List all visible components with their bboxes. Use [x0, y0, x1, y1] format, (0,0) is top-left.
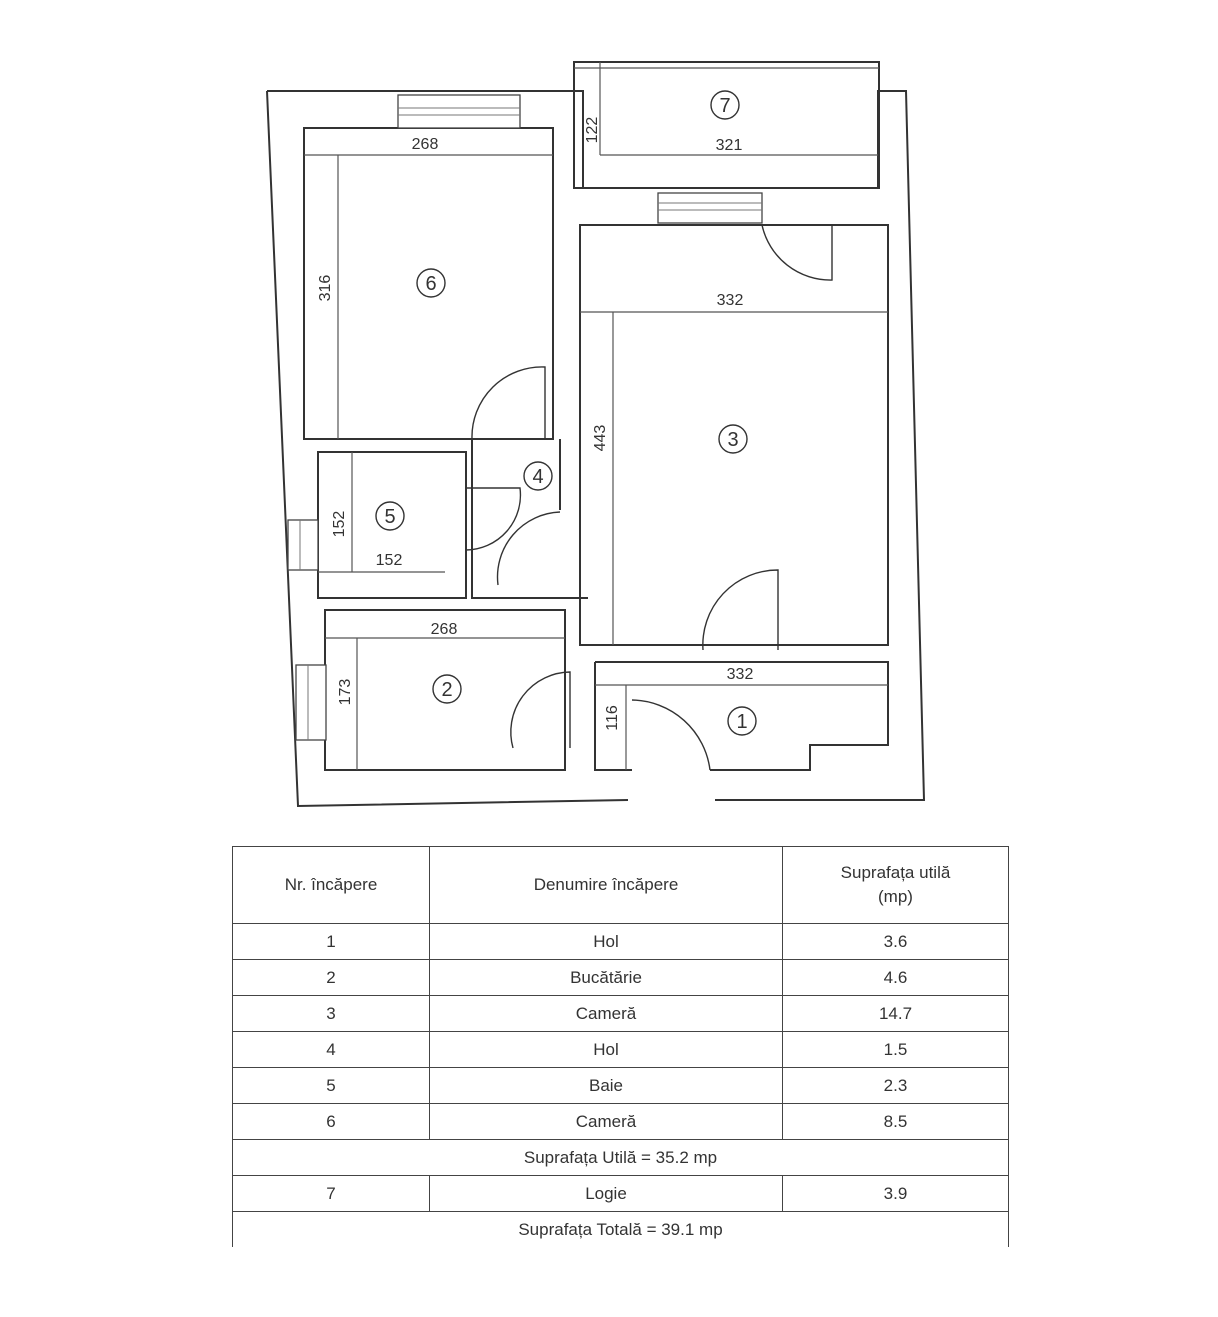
dimension-label: 321 [716, 137, 743, 154]
svg-text:4: 4 [532, 466, 543, 488]
cell-room-name: Cameră [429, 995, 783, 1032]
useful-area-total: Suprafața Utilă = 35.2 mp [232, 1139, 1009, 1176]
table-row: 6 Cameră 8.5 [232, 1103, 1009, 1140]
cell-room-area: 8.5 [782, 1103, 1009, 1140]
svg-text:6: 6 [425, 273, 436, 295]
room-label-3: 3 [718, 424, 748, 454]
loggia-outline [573, 61, 880, 189]
cell-room-name: Hol [429, 923, 783, 960]
header-useful-area-unit: (mp) [878, 887, 913, 906]
cell-room-name: Logie [429, 1175, 783, 1212]
cell-room-name: Baie [429, 1067, 783, 1104]
room-label-7: 7 [710, 90, 740, 120]
cell-room-number: 3 [232, 995, 430, 1032]
dimension-label: 152 [376, 552, 403, 569]
room-label-5: 5 [375, 501, 405, 531]
table-row: 2 Bucătărie 4.6 [232, 959, 1009, 996]
dimension-label: 332 [727, 666, 754, 683]
cell-room-number: 4 [232, 1031, 430, 1068]
cell-room-number: 2 [232, 959, 430, 996]
dimension-label: 268 [412, 136, 439, 153]
cell-room-number: 5 [232, 1067, 430, 1104]
svg-text:5: 5 [384, 506, 395, 528]
entrance-door-swing [631, 699, 711, 771]
header-room-name: Denumire încăpere [429, 846, 783, 924]
cell-room-area: 14.7 [782, 995, 1009, 1032]
table-row: 5 Baie 2.3 [232, 1067, 1009, 1104]
door-swing [510, 671, 571, 749]
window [295, 664, 327, 741]
door-swing [761, 224, 833, 281]
window [397, 94, 521, 129]
svg-text:3: 3 [727, 429, 738, 451]
dimension-label: 173 [337, 679, 354, 706]
floor-plan: 7 6 3 4 5 2 1 321 122 268 316 332 443 15… [266, 61, 926, 808]
svg-text:2: 2 [441, 679, 452, 701]
room-4-outline [471, 439, 588, 599]
cell-room-area: 4.6 [782, 959, 1009, 996]
cell-room-area: 2.3 [782, 1067, 1009, 1104]
svg-text:7: 7 [719, 95, 730, 117]
door-swing [471, 366, 546, 440]
table-header-row: Nr. încăpere Denumire încăpere Suprafața… [232, 846, 1009, 924]
cell-room-name: Cameră [429, 1103, 783, 1140]
room-label-6: 6 [416, 268, 446, 298]
door-swing [702, 569, 779, 651]
total-area-row: Suprafața Totală = 39.1 mp [232, 1211, 1009, 1247]
dimension-label: 316 [317, 275, 334, 302]
dimension-label: 116 [604, 705, 621, 731]
cell-room-area: 3.9 [782, 1175, 1009, 1212]
header-room-number: Nr. încăpere [232, 846, 430, 924]
door-swing [465, 487, 522, 551]
table-row: 3 Cameră 14.7 [232, 995, 1009, 1032]
room-label-1: 1 [727, 706, 757, 736]
room-3-outline [579, 224, 889, 646]
dimension-label: 332 [717, 292, 744, 309]
dimension-label: 443 [592, 425, 609, 452]
room-label-4: 4 [523, 461, 553, 491]
dimension-label: 122 [584, 117, 601, 144]
dimension-label: 268 [431, 621, 458, 638]
cell-room-area: 1.5 [782, 1031, 1009, 1068]
svg-text:1: 1 [736, 711, 747, 733]
door-swing [496, 511, 561, 586]
dimension-label: 152 [331, 511, 348, 538]
total-area: Suprafața Totală = 39.1 mp [232, 1211, 1009, 1247]
cell-room-number: 1 [232, 923, 430, 960]
room-area-table: Nr. încăpere Denumire încăpere Suprafața… [232, 846, 1009, 1247]
cell-room-name: Bucătărie [429, 959, 783, 996]
window [657, 192, 763, 224]
header-useful-area-line1: Suprafața utilă [840, 863, 951, 882]
cell-room-area: 3.6 [782, 923, 1009, 960]
cell-room-name: Hol [429, 1031, 783, 1068]
cell-room-number: 6 [232, 1103, 430, 1140]
room-label-2: 2 [432, 674, 462, 704]
table-row: 4 Hol 1.5 [232, 1031, 1009, 1068]
table-row: 7 Logie 3.9 [232, 1175, 1009, 1212]
table-row: 1 Hol 3.6 [232, 923, 1009, 960]
window [287, 519, 319, 571]
header-useful-area: Suprafața utilă (mp) [782, 846, 1009, 924]
cell-room-number: 7 [232, 1175, 430, 1212]
useful-area-total-row: Suprafața Utilă = 35.2 mp [232, 1139, 1009, 1176]
room-1-outline [594, 661, 889, 771]
